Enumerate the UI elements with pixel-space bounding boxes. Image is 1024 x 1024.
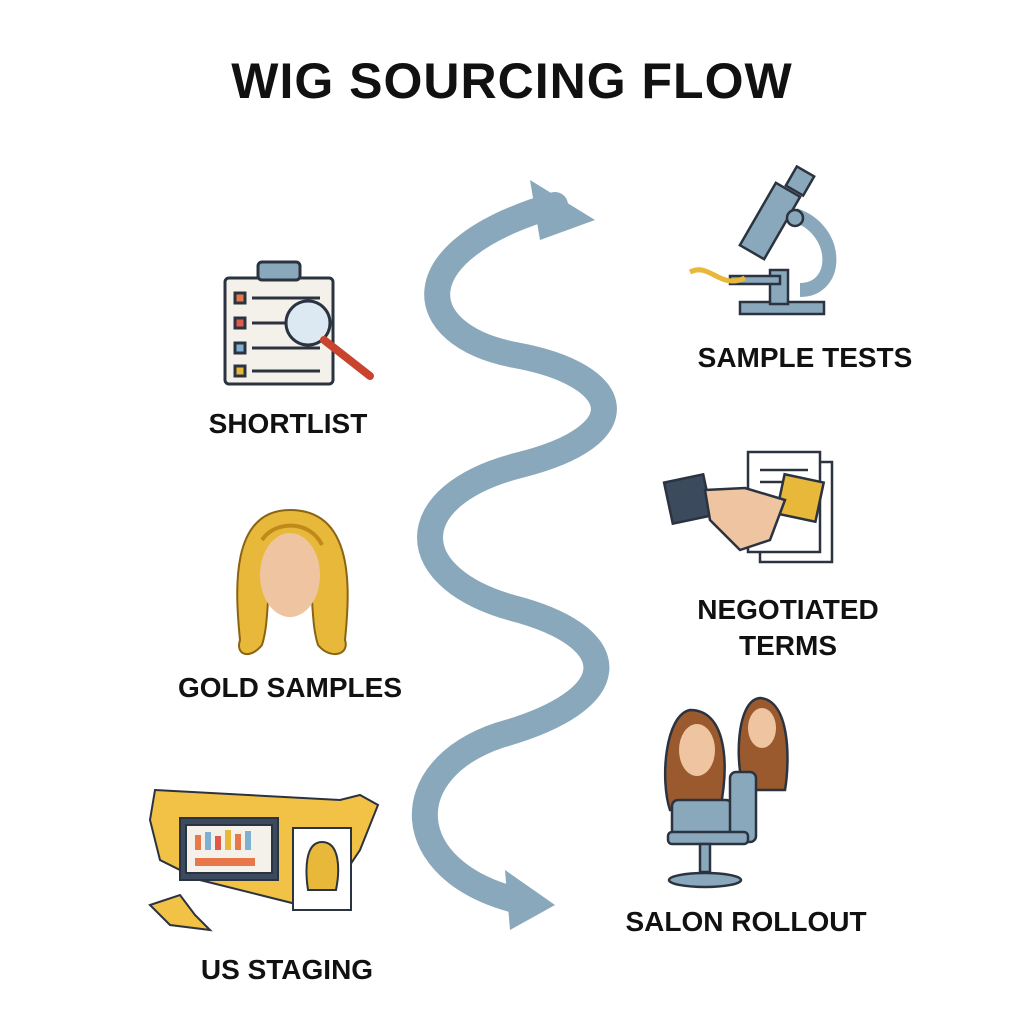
step-label-negotiated-line1: NEGOTIATED xyxy=(697,594,879,625)
us-map-warehouse-icon xyxy=(148,788,380,932)
arrowhead-bottom xyxy=(505,870,555,930)
diagram-title: WIG SOURCING FLOW xyxy=(231,53,793,109)
clipboard-magnifier-icon xyxy=(223,260,374,386)
flow-arrow xyxy=(411,180,617,930)
step-label-salon-rollout: SALON ROLLOUT xyxy=(625,906,867,937)
step-label-negotiated-terms: NEGOTIATED TERMS xyxy=(650,592,926,664)
microscope-icon xyxy=(688,164,837,316)
step-label-negotiated-line2: TERMS xyxy=(739,630,837,661)
step-label-gold-samples: GOLD SAMPLES xyxy=(177,672,402,703)
step-label-shortlist: SHORTLIST xyxy=(208,408,368,439)
handshake-contract-icon xyxy=(662,450,834,564)
blonde-wig-icon xyxy=(236,508,349,655)
step-label-us-staging: US STAGING xyxy=(200,954,374,985)
salon-chair-icon xyxy=(663,696,789,889)
step-label-sample-tests: SAMPLE TESTS xyxy=(697,342,913,373)
arrowhead-top xyxy=(530,180,595,240)
